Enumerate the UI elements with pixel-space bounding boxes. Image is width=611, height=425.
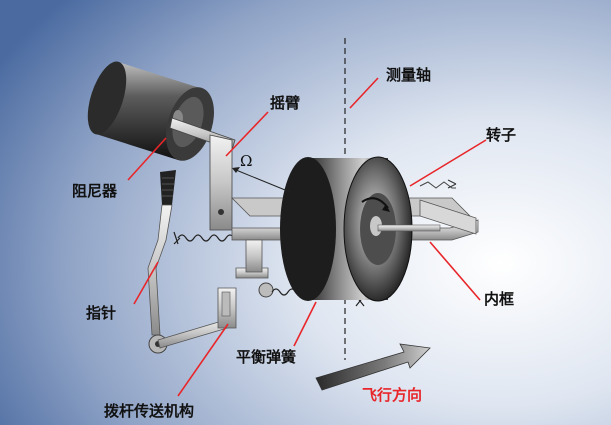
- rotor: [280, 156, 441, 302]
- flight-direction-label: 飞行方向: [362, 386, 422, 404]
- balance-spring-label: 平衡弹簧: [236, 348, 296, 366]
- damper-label: 阻尼器: [72, 182, 118, 200]
- rocker-arm-label: 摇臂: [270, 94, 300, 112]
- pointer-label: 指针: [86, 304, 116, 322]
- flight-direction-arrow: [315, 343, 431, 391]
- leader-lines: [127, 77, 487, 397]
- inner-frame-label: 内框: [484, 290, 514, 308]
- linkage-mechanism: [157, 267, 274, 349]
- measurement-axis-label: 测量轴: [386, 66, 431, 84]
- omega-indicator: Ω: [232, 152, 291, 193]
- rotor-label: 转子: [486, 126, 516, 144]
- linkage-label: 拨杆传送机构: [104, 402, 194, 420]
- upper-spring: [173, 231, 235, 245]
- omega-symbol: Ω: [240, 152, 252, 170]
